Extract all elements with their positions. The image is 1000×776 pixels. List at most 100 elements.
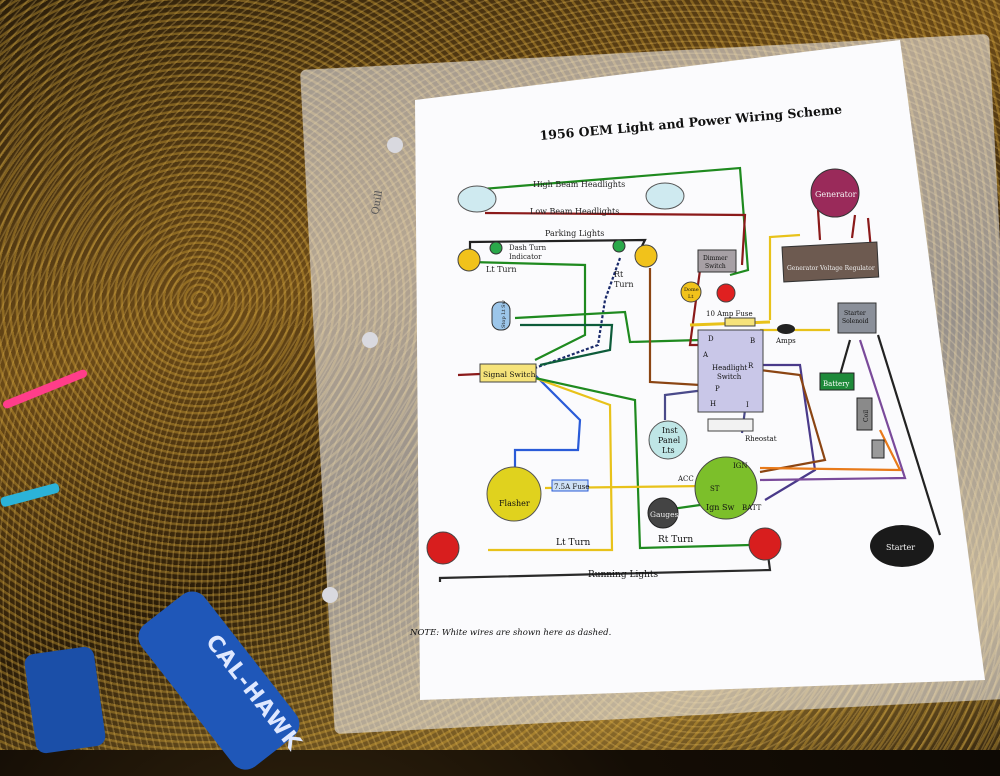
battery xyxy=(819,372,855,391)
ignition-switch xyxy=(694,456,758,520)
dimmer-switch xyxy=(697,249,737,273)
label-dimmer-1: Dimmer xyxy=(703,255,728,262)
label-rt-front-1: Rt xyxy=(614,270,624,279)
label-lt-turn-rear: Lt Turn xyxy=(556,538,591,548)
wire-flasher xyxy=(513,374,582,470)
rt-indicator-lamp xyxy=(612,239,626,253)
label-high-beam: High Beam Headlights xyxy=(533,180,625,189)
headlight-switch xyxy=(697,329,764,413)
rt-turn-rear-lamp xyxy=(748,527,782,561)
wires xyxy=(438,166,942,582)
wire-low-beam xyxy=(484,211,747,266)
label-signal-switch: Signal Switch xyxy=(483,370,536,379)
label-dome-2: Lt xyxy=(688,294,693,300)
label-fuse-75: 7.5A Fuse xyxy=(554,483,590,491)
label-gauges: Gauges xyxy=(650,510,679,519)
wire-starter xyxy=(876,334,942,536)
label-starter: Starter xyxy=(886,543,915,552)
label-headlight-sw-1: Headlight xyxy=(712,364,747,372)
rheostat xyxy=(707,418,754,432)
label-battery: Battery xyxy=(823,380,849,388)
starter-solenoid xyxy=(837,302,877,334)
wire-brown-parking xyxy=(648,268,701,387)
stop-light-switch xyxy=(491,301,511,331)
wire-headlight-brown xyxy=(759,368,827,474)
wire-gen-f xyxy=(816,209,822,241)
term-acc: ACC xyxy=(677,475,694,483)
term-a: A xyxy=(702,351,709,359)
label-rt-turn-rear: Rt Turn xyxy=(658,535,693,545)
wire-signal-stop xyxy=(514,310,701,344)
amp-meter xyxy=(777,324,795,334)
label-rt-front-2: Turn xyxy=(614,280,633,289)
label-rheostat: Rheostat xyxy=(745,435,777,443)
wire-headlight-ign xyxy=(760,363,817,501)
label-low-beam: Low Beam Headlights xyxy=(530,207,619,216)
inst-panel-lights xyxy=(648,420,688,460)
headlight-right xyxy=(645,182,685,210)
coil xyxy=(856,397,873,431)
dash-turn-indicator-lamp xyxy=(489,241,503,255)
lt-turn-front-lamp xyxy=(457,248,481,272)
ballast-resistor xyxy=(871,439,885,459)
label-stop-sw: Stop Lt Sw xyxy=(501,299,507,328)
label-flasher: Flasher xyxy=(499,499,530,508)
fuse-10a xyxy=(724,317,756,327)
generator xyxy=(810,168,860,218)
flasher xyxy=(486,466,542,522)
term-d: D xyxy=(708,335,714,343)
label-solenoid-1: Starter xyxy=(844,310,866,317)
signal-switch xyxy=(479,363,537,383)
label-headlight-sw-2: Switch xyxy=(717,373,742,381)
term-p: P xyxy=(715,385,720,393)
wire-coil xyxy=(759,429,902,472)
fuse-7-5a xyxy=(551,479,589,492)
label-gen-reg: Generator Voltage Regulator xyxy=(787,265,875,272)
wire-inst-panel xyxy=(663,388,706,420)
term-ign: IGN xyxy=(733,462,747,470)
wire-generator xyxy=(768,233,801,320)
label-inst-1: Inst xyxy=(662,426,678,435)
wire-rt-turn-front xyxy=(534,257,622,370)
headlight-left xyxy=(457,185,497,213)
label-dash-turn: Dash Turn xyxy=(509,244,547,252)
label-dome-1: Dome xyxy=(684,287,699,293)
voltage-regulator xyxy=(781,241,880,283)
wire-ign-purple xyxy=(759,339,907,482)
label-fuse-10: 10 Amp Fuse xyxy=(706,310,753,318)
diagram-note: NOTE: White wires are shown here as dash… xyxy=(409,628,611,638)
rt-turn-front-lamp xyxy=(634,244,658,268)
term-b: B xyxy=(750,337,755,345)
binder-hole xyxy=(322,587,338,603)
wire-parking xyxy=(468,238,647,255)
term-r: R xyxy=(748,362,754,370)
label-ign-sw: Ign Sw xyxy=(706,503,734,512)
blue-tool-handle xyxy=(23,645,107,755)
lt-turn-rear-lamp xyxy=(426,531,460,565)
wire-rt-turn-rear xyxy=(534,376,751,550)
term-st: ST xyxy=(710,485,720,493)
wire-gen-a xyxy=(850,214,857,239)
label-solenoid-2: Solenoid xyxy=(842,318,869,325)
label-coil: Coil xyxy=(863,410,870,422)
high-beam-indicator xyxy=(716,283,736,303)
label-inst-2: Panel xyxy=(658,436,681,445)
label-inst-3: Lts xyxy=(662,446,675,455)
label-amps: Amps xyxy=(775,337,796,345)
wire-signal-rear xyxy=(457,372,481,377)
wire-battery xyxy=(838,339,852,376)
wiring-diagram-sheet: Quill 1956 OEM Light and Power Wiring Sc… xyxy=(322,101,942,638)
label-dimmer-2: Switch xyxy=(705,263,726,270)
binder-hole xyxy=(362,332,378,348)
term-batt: BATT xyxy=(742,504,762,512)
wire-running xyxy=(438,554,772,582)
label-running: Running Lights xyxy=(588,570,658,580)
label-indicator: Indicator xyxy=(509,253,542,261)
starter-motor xyxy=(870,525,934,567)
binder-hole xyxy=(387,137,403,153)
brand-mark: Quill xyxy=(370,190,385,216)
wire-lt-turn-front xyxy=(469,260,587,361)
label-lt-turn-front: Lt Turn xyxy=(486,265,517,274)
wire-lt-turn-rear xyxy=(488,376,614,552)
label-parking: Parking Lights xyxy=(545,229,604,238)
